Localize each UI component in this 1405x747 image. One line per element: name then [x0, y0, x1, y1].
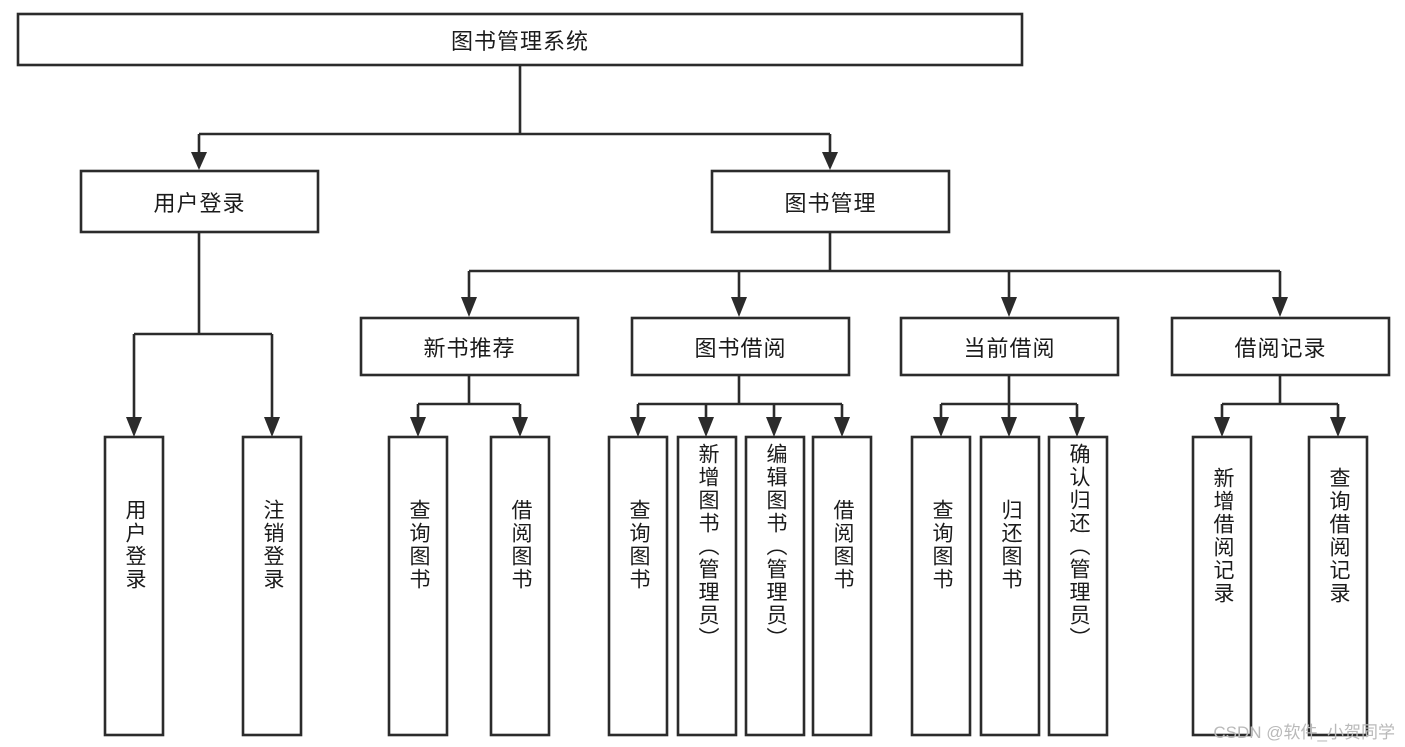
arrow-to-leaf-query-record	[1330, 417, 1346, 437]
node-leaf-user-logout[interactable]	[241, 435, 303, 737]
arrow-to-leaf-confirm-return	[1069, 417, 1085, 437]
node-leaf-add-book[interactable]	[676, 435, 738, 737]
node-book-manage[interactable]	[710, 169, 951, 234]
arrow-to-current-borrow	[1001, 297, 1017, 317]
node-leaf-query-book-1[interactable]	[387, 435, 449, 737]
arrow-to-leaf-query-book-2	[630, 417, 646, 437]
arrow-to-leaf-user-logout	[264, 417, 280, 437]
connector-borrow-record-to-leaves	[1220, 375, 1340, 420]
node-leaf-edit-book[interactable]	[744, 435, 806, 737]
node-leaf-return-book[interactable]	[979, 435, 1041, 737]
node-new-book-rec[interactable]	[359, 316, 580, 377]
node-leaf-query-record[interactable]	[1307, 435, 1369, 737]
arrow-to-new-book-rec	[461, 297, 477, 317]
node-leaf-user-login[interactable]	[103, 435, 165, 737]
node-leaf-query-book-3[interactable]	[910, 435, 972, 737]
arrow-to-user-login	[191, 152, 207, 170]
connector-user-login-to-leaves	[132, 232, 274, 420]
arrow-to-leaf-query-book-1	[410, 417, 426, 437]
connector-root-to-level2	[197, 65, 832, 155]
arrow-to-book-borrow	[731, 297, 747, 317]
node-leaf-borrow-book-2[interactable]	[811, 435, 873, 737]
node-leaf-borrow-book-1[interactable]	[489, 435, 551, 737]
arrow-to-leaf-add-book	[698, 417, 714, 437]
arrow-to-leaf-borrow-book-2	[834, 417, 850, 437]
arrow-to-leaf-user-login	[126, 417, 142, 437]
node-leaf-add-record[interactable]	[1191, 435, 1253, 737]
connector-book-manage-to-level3	[467, 232, 1282, 300]
arrow-to-borrow-record	[1272, 297, 1288, 317]
connector-current-borrow-to-leaves	[939, 375, 1079, 420]
node-leaf-query-book-2[interactable]	[607, 435, 669, 737]
node-current-borrow[interactable]	[899, 316, 1120, 377]
arrow-to-leaf-add-record	[1214, 417, 1230, 437]
node-book-borrow[interactable]	[630, 316, 851, 377]
node-borrow-record[interactable]	[1170, 316, 1391, 377]
node-user-login[interactable]	[79, 169, 320, 234]
connector-new-book-rec-to-leaves	[416, 375, 522, 420]
node-leaf-confirm-return[interactable]	[1047, 435, 1109, 737]
arrow-to-leaf-borrow-book-1	[512, 417, 528, 437]
node-root[interactable]	[16, 12, 1024, 67]
arrow-to-leaf-return-book	[1001, 417, 1017, 437]
arrow-to-book-manage	[822, 152, 838, 170]
arrow-to-leaf-query-book-3	[933, 417, 949, 437]
arrow-to-leaf-edit-book	[766, 417, 782, 437]
connector-book-borrow-to-leaves	[636, 375, 844, 420]
